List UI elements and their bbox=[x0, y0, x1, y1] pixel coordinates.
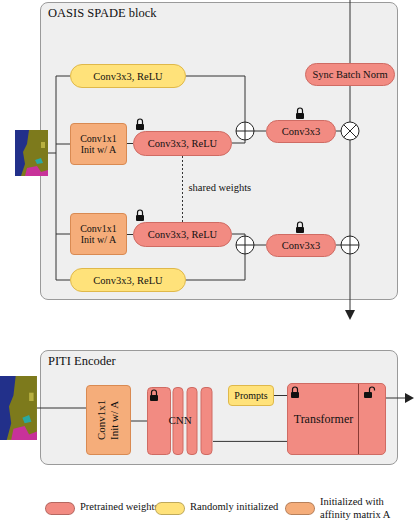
segmentation-map bbox=[22, 415, 31, 423]
add-symbol bbox=[341, 236, 359, 254]
legend-swatch bbox=[285, 502, 315, 515]
segmentation-map bbox=[11, 426, 37, 440]
lock-body bbox=[136, 215, 144, 221]
node-label: Sync Batch Norm bbox=[312, 69, 387, 80]
connector bbox=[274, 395, 287, 396]
block-container: PITI EncoderConv1x1 Init w/ A CNN PromptsT… bbox=[40, 350, 398, 465]
wire bbox=[232, 140, 245, 143]
wire bbox=[186, 76, 245, 122]
conv-layer: Conv3x3 bbox=[266, 234, 336, 257]
lock-body bbox=[136, 124, 144, 130]
segmentation-map bbox=[35, 158, 43, 164]
wire bbox=[186, 254, 245, 280]
wire bbox=[350, 254, 351, 311]
add-symbol bbox=[236, 122, 254, 140]
node-label: Conv3x3 bbox=[282, 126, 321, 137]
add-symbol bbox=[236, 236, 254, 254]
lock-icon bbox=[296, 222, 304, 233]
conv-layer: Conv1x1 Init w/ A bbox=[70, 123, 127, 165]
wire bbox=[350, 140, 351, 236]
block-container: OASIS SPADE blockConv3x3, ReLU Sync Batch… bbox=[40, 2, 398, 300]
multiply-symbol bbox=[344, 125, 357, 138]
lock-shackle bbox=[138, 210, 143, 215]
legend-text: Randomly initialized bbox=[190, 501, 285, 514]
segmentation-map bbox=[29, 393, 33, 401]
transformer-box: Transformer bbox=[287, 383, 386, 455]
node-label: Conv1x1 Init w/ A bbox=[77, 223, 120, 246]
connector bbox=[131, 421, 147, 422]
conv-layer: Conv3x3, ReLU bbox=[70, 64, 186, 88]
wire bbox=[37, 408, 86, 409]
conv-layer: Conv3x3 bbox=[266, 120, 336, 143]
segmentation-map bbox=[0, 376, 37, 440]
node-label: Conv3x3, ReLU bbox=[148, 229, 217, 240]
wire bbox=[350, 86, 351, 122]
wire bbox=[386, 398, 406, 399]
legend-text: Pretrained weights bbox=[80, 501, 160, 514]
lock-icon bbox=[136, 119, 144, 130]
lock-shackle bbox=[298, 222, 303, 227]
cnn-stack: CNN bbox=[147, 387, 213, 455]
segmentation-map bbox=[25, 166, 48, 176]
conv-layer: Conv1x1 Init w/ A bbox=[70, 213, 127, 255]
lock-icon bbox=[136, 210, 144, 221]
edge-label: shared weights bbox=[189, 182, 252, 193]
multiply-symbol bbox=[341, 122, 359, 140]
add-symbol bbox=[341, 236, 359, 254]
cnn-layer bbox=[201, 388, 212, 455]
block-fill bbox=[41, 3, 398, 300]
lock-shackle bbox=[138, 119, 143, 124]
segmentation-map bbox=[0, 376, 37, 440]
node-label: CNN bbox=[147, 414, 213, 426]
wire bbox=[37, 0, 406, 408]
legend-swatch bbox=[45, 502, 75, 515]
arrow-head bbox=[405, 393, 414, 403]
wire bbox=[254, 131, 266, 132]
legend-text: Initialized with affinity matrix A bbox=[320, 496, 412, 521]
block-fill bbox=[41, 351, 398, 465]
node-label: Conv3x3, ReLU bbox=[93, 71, 162, 82]
lock-body bbox=[296, 113, 304, 119]
divider-line bbox=[358, 384, 359, 454]
multiply-symbol bbox=[341, 122, 359, 140]
node-label: Transformer bbox=[288, 412, 359, 427]
node-label: Conv3x3, ReLU bbox=[148, 138, 217, 149]
conv-layer: Conv3x3, ReLU bbox=[133, 222, 232, 247]
segmentation-map bbox=[15, 130, 48, 176]
block-title: PITI Encoder bbox=[48, 354, 116, 369]
node-label: Conv3x3, ReLU bbox=[93, 275, 162, 286]
shared-weight-link bbox=[182, 156, 183, 222]
norm-layer: Sync Batch Norm bbox=[305, 63, 395, 86]
conv-layer: Conv1x1 Init w/ A bbox=[86, 385, 131, 455]
conv-layer: Conv3x3, ReLU bbox=[133, 131, 232, 156]
legend-swatch bbox=[155, 502, 185, 515]
prompt-box: Prompts bbox=[228, 385, 274, 406]
lock-body bbox=[296, 227, 304, 233]
lock-icon bbox=[296, 108, 304, 119]
wire bbox=[48, 76, 70, 280]
add-symbol bbox=[236, 122, 254, 140]
node-label: Conv3x3 bbox=[282, 240, 321, 251]
connector bbox=[213, 441, 287, 442]
arrow-head bbox=[345, 310, 355, 320]
conv-layer: Conv3x3, ReLU bbox=[70, 268, 186, 292]
segmentation-map bbox=[15, 130, 48, 176]
node-label: Conv1x1 Init w/ A bbox=[77, 133, 120, 156]
block-title: OASIS SPADE block bbox=[48, 6, 157, 21]
wire bbox=[336, 131, 341, 132]
add-symbol bbox=[236, 236, 254, 254]
node-label: Conv1x1 Init w/ A bbox=[95, 394, 121, 446]
wire bbox=[336, 245, 341, 246]
lock-shackle bbox=[298, 108, 303, 113]
wire bbox=[254, 245, 266, 246]
segmentation-map bbox=[41, 142, 45, 148]
cnn-layer bbox=[148, 388, 171, 455]
wire bbox=[350, 0, 351, 63]
node-label: Prompts bbox=[234, 390, 267, 402]
wire bbox=[232, 234, 245, 236]
